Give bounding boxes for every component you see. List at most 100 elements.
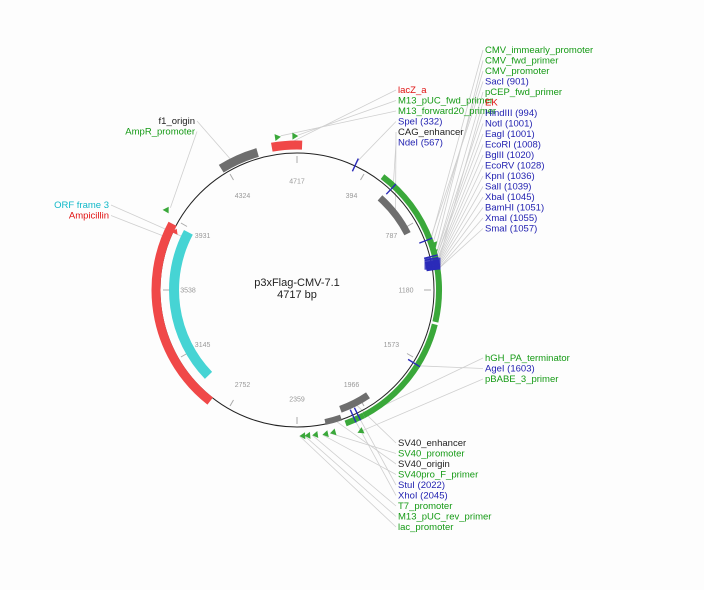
sv40pro-f-primer-marker[interactable] xyxy=(322,430,329,438)
top_left-label[interactable]: f1_origin xyxy=(159,116,195,127)
top_right-label[interactable]: CMV_immearly_promoter xyxy=(485,45,593,56)
top_right-label[interactable]: EagI (1001) xyxy=(485,129,535,140)
pcep-fwd-primer-marker[interactable] xyxy=(431,249,438,256)
pbabe-3-primer-marker[interactable] xyxy=(357,427,365,434)
top_right-label[interactable]: NotI (1001) xyxy=(485,119,533,130)
top_mid-label[interactable]: CAG_enhancer xyxy=(398,127,463,138)
bottom-label[interactable]: M13_pUC_rev_primer xyxy=(398,512,491,523)
cmv-promoter-arc[interactable] xyxy=(380,174,442,323)
f1-origin-arc[interactable] xyxy=(218,148,259,173)
leader-line xyxy=(437,165,484,263)
top_right-label[interactable]: BamHI (1051) xyxy=(485,203,544,214)
tick-label: 1180 xyxy=(398,288,413,295)
left-label[interactable]: Ampicillin xyxy=(69,211,109,222)
leader-line xyxy=(430,81,484,239)
top_left-label[interactable]: AmpR_promoter xyxy=(125,127,195,138)
leader-line xyxy=(435,133,484,258)
bottom-label[interactable]: lac_promoter xyxy=(398,522,453,533)
leader-line xyxy=(438,228,484,270)
bottom-label[interactable]: SV40_enhancer xyxy=(398,438,466,449)
ampicillin-arc[interactable] xyxy=(151,221,213,405)
right-label[interactable]: pBABE_3_primer xyxy=(485,374,558,385)
cag-enhancer-arc[interactable] xyxy=(377,195,411,236)
sv40-promoter-marker[interactable] xyxy=(330,428,337,436)
top_right-label[interactable]: SalI (1039) xyxy=(485,182,531,193)
leader-line xyxy=(354,402,397,444)
tick-mark xyxy=(406,353,414,358)
ndei-site[interactable] xyxy=(385,183,397,195)
plasmid-length: 4717 bp xyxy=(277,289,317,301)
bottom-label[interactable]: SV40pro_F_primer xyxy=(398,470,478,481)
tick-label: 4717 xyxy=(289,179,305,186)
lacz-alpha-arc[interactable] xyxy=(271,140,303,152)
top_right-label[interactable]: SacI (901) xyxy=(485,77,529,88)
insert-arc[interactable] xyxy=(362,323,438,419)
top_right-label[interactable]: BglII (1020) xyxy=(485,150,534,161)
cmv-fwd-primer-marker[interactable] xyxy=(430,241,438,248)
leader-line xyxy=(435,112,484,256)
leader-line xyxy=(430,49,484,242)
tick-label: 3538 xyxy=(180,288,196,295)
orf-frame-3-arc[interactable] xyxy=(169,229,213,379)
top_mid-label[interactable]: lacZ_a xyxy=(398,85,427,96)
top_mid-label[interactable]: M13_pUC_fwd_primer xyxy=(398,96,493,107)
leader-line xyxy=(280,110,397,137)
tick-mark xyxy=(360,173,365,181)
tick-mark xyxy=(180,353,188,358)
top_right-label[interactable]: EcoRV (1028) xyxy=(485,161,545,172)
bottom-label[interactable]: SV40_origin xyxy=(398,459,450,470)
top_right-label[interactable]: pCEP_fwd_primer xyxy=(485,87,562,98)
top_mid-label[interactable]: NdeI (567) xyxy=(398,138,443,149)
tick-mark xyxy=(229,399,234,407)
bottom-label[interactable]: SV40_promoter xyxy=(398,449,465,460)
bottom-label[interactable]: StuI (2022) xyxy=(398,480,445,491)
leader-line xyxy=(312,434,397,507)
top_right-label[interactable]: CMV_fwd_primer xyxy=(485,56,558,67)
m13-fwd-primer-marker[interactable] xyxy=(292,132,299,140)
top_right-label[interactable]: HindIII (994) xyxy=(485,108,537,119)
bottom-label[interactable]: XhoI (2045) xyxy=(398,491,448,502)
saci-site[interactable] xyxy=(419,237,433,244)
leader-line xyxy=(435,60,484,248)
tick-label: 2752 xyxy=(235,382,251,389)
top_right-label[interactable]: KpnI (1036) xyxy=(485,171,535,182)
leader-line xyxy=(196,120,231,160)
tick-label: 394 xyxy=(346,193,358,200)
spei-site[interactable] xyxy=(351,158,359,172)
right-label[interactable]: hGH_PA_terminator xyxy=(485,353,570,364)
tick-label: 1966 xyxy=(344,382,360,389)
t7-promoter-marker[interactable] xyxy=(312,431,319,438)
top_right-label[interactable]: SmaI (1057) xyxy=(485,224,537,235)
top_right-label[interactable]: EcoRI (1008) xyxy=(485,140,541,151)
stui-site[interactable] xyxy=(353,407,362,421)
bottom-label[interactable]: T7_promoter xyxy=(398,501,452,512)
leader-line xyxy=(418,365,484,369)
leader-line xyxy=(435,91,484,256)
top_right-label[interactable]: EK xyxy=(485,98,498,109)
leader-line xyxy=(329,432,397,454)
ampicillin-arrowhead[interactable] xyxy=(171,228,178,235)
right-label[interactable]: AgeI (1603) xyxy=(485,364,535,375)
lac-promoter-marker[interactable] xyxy=(299,432,306,440)
agei-site[interactable] xyxy=(407,358,421,368)
leader-line xyxy=(299,435,397,528)
top_mid-label[interactable]: SpeI (332) xyxy=(398,117,442,128)
plasmid-name: p3xFlag-CMV-7.1 xyxy=(254,277,340,289)
m13-forward20-marker[interactable] xyxy=(274,134,281,141)
top_right-label[interactable]: XmaI (1055) xyxy=(485,213,537,224)
mcs-site-cluster[interactable] xyxy=(424,257,441,270)
tick-mark xyxy=(406,222,414,227)
leader-line xyxy=(356,121,397,163)
leader-line xyxy=(289,89,397,144)
sv40-enhancer-arc[interactable] xyxy=(339,392,370,413)
tick-label: 4324 xyxy=(235,193,251,200)
ampr-promoter-marker[interactable] xyxy=(162,206,169,214)
top_right-label[interactable]: XbaI (1045) xyxy=(485,192,535,203)
top_mid-label[interactable]: M13_forward20_primer xyxy=(398,106,496,117)
m13-rev-primer-marker[interactable] xyxy=(304,431,311,439)
xhoi-site[interactable] xyxy=(349,409,357,423)
sv40-origin-arc[interactable] xyxy=(324,414,342,425)
left-label[interactable]: ORF frame 3 xyxy=(54,200,109,211)
top_right-label[interactable]: CMV_promoter xyxy=(485,66,549,77)
tick-label: 2359 xyxy=(289,397,305,404)
